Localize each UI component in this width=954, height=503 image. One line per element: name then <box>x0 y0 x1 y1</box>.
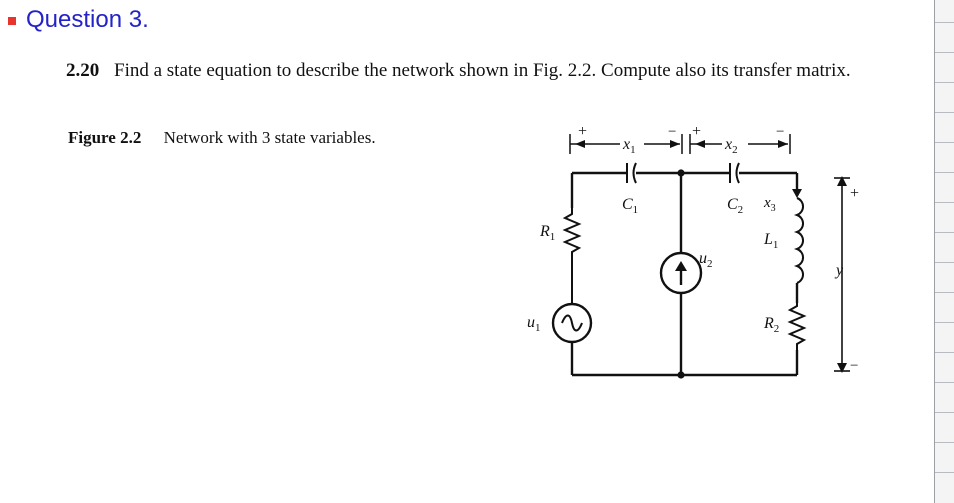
circuit-diagram: + x1 − + x2 − C1 C2 x3 R1 L1 u2 y u1 R2 … <box>527 123 859 379</box>
u2-label: u2 <box>699 250 713 270</box>
x1-label: x1 <box>622 136 636 156</box>
x3-label: x3 <box>763 195 776 214</box>
figure-caption: Figure 2.2 Network with 3 state variable… <box>68 128 376 148</box>
right-scrollbar[interactable] <box>934 0 954 503</box>
bullet-square-icon <box>8 17 16 25</box>
plus-sign-y: + <box>850 185 859 202</box>
plus-sign-x1: + <box>578 123 587 140</box>
x2-label: x2 <box>724 136 738 156</box>
problem-text: Find a state equation to describe the ne… <box>114 60 851 81</box>
question-title: Question 3. <box>26 6 149 33</box>
l1-label: L1 <box>763 231 778 251</box>
c1-label: C1 <box>622 196 638 216</box>
r1-label: R1 <box>539 223 555 243</box>
minus-sign-y: − <box>850 358 858 374</box>
c2-label: C2 <box>727 196 743 216</box>
minus-sign-x1: − <box>668 124 676 140</box>
figure-label: Figure 2.2 <box>68 128 142 147</box>
y-label: y <box>834 262 844 279</box>
minus-sign-x2: − <box>776 124 784 140</box>
circuit-wires <box>551 134 850 377</box>
r2-label: R2 <box>763 315 779 335</box>
circuit-markers <box>575 140 847 379</box>
plus-sign-x2: + <box>692 123 701 140</box>
figure-caption-text: Network with 3 state variables. <box>163 128 376 147</box>
problem-number: 2.20 <box>66 60 100 81</box>
u1-label: u1 <box>527 314 541 334</box>
question-heading: Question 3. <box>8 6 149 34</box>
